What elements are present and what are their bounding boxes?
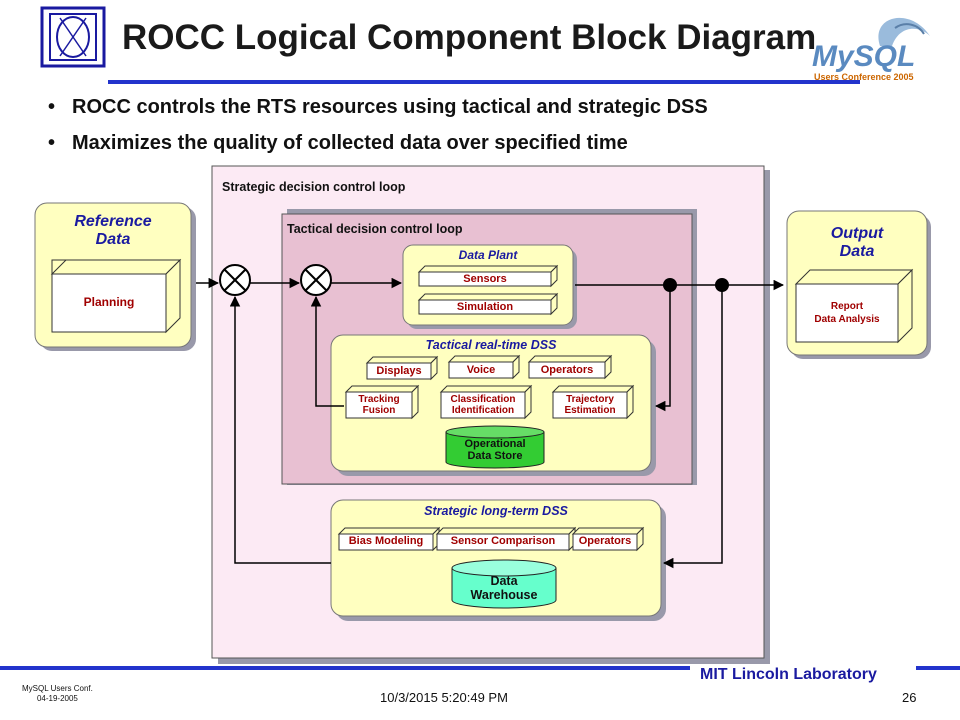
operational-data-store-cylinder — [445, 425, 545, 469]
tactical-dss-title: Tactical real-time DSS — [425, 338, 557, 352]
bullet-2: •Maximizes the quality of collected data… — [48, 132, 628, 154]
tracking-label: Tracking Fusion — [346, 394, 412, 416]
flow-connectors — [196, 277, 785, 569]
displays-block — [365, 355, 439, 381]
trajectory-line1: Trajectory — [566, 394, 614, 405]
classification-line1: Classification — [450, 394, 516, 405]
trajectory-line2: Estimation — [564, 405, 616, 416]
footer-lab-name: MIT Lincoln Laboratory — [700, 666, 877, 683]
voice-block — [447, 354, 521, 380]
sensors-label: Sensors — [463, 273, 507, 285]
mysql-logo-name: MySQL — [812, 40, 916, 73]
sensor-comparison-block — [435, 526, 577, 552]
footer-conference: MySQL Users Conf. 04-19-2005 — [22, 684, 93, 704]
tactical-branch-node — [663, 278, 677, 292]
strategic-loop-label: Strategic decision control loop — [222, 180, 406, 194]
displays-label: Displays — [376, 365, 422, 377]
reference-data-title: Reference Data — [35, 213, 191, 249]
simulation-block — [417, 292, 559, 316]
data-warehouse-cylinder — [451, 559, 557, 609]
tracking-line2: Fusion — [362, 405, 396, 416]
bias-modeling-label: Bias Modeling — [348, 535, 424, 547]
report-block — [794, 268, 914, 344]
bullet-1-text: ROCC controls the RTS resources using ta… — [72, 96, 708, 118]
mysql-logo: MySQL Users Conference 2005 — [800, 6, 940, 84]
strategic-operators-label: Operators — [578, 535, 632, 547]
classification-block — [439, 384, 533, 420]
tactical-operators-label: Operators — [540, 364, 594, 376]
footer-conference-name: MySQL Users Conf. — [22, 684, 93, 693]
footer-page-number: 26 — [902, 690, 917, 705]
output-data-title: Output Data — [787, 225, 927, 261]
report-label-line2: Data Analysis — [814, 314, 880, 325]
sensors-block — [417, 264, 559, 288]
strategic-summing-junction — [219, 264, 251, 296]
data-warehouse-label: Data Warehouse — [452, 574, 556, 602]
mysql-logo-subtitle: Users Conference 2005 — [814, 72, 914, 82]
warehouse-line2: Warehouse — [470, 588, 538, 602]
bullet-1: •ROCC controls the RTS resources using t… — [48, 96, 708, 118]
tracking-block — [344, 384, 420, 420]
store-line1: Operational — [464, 438, 526, 450]
warehouse-line1: Data — [490, 574, 518, 588]
tactical-loop-label: Tactical decision control loop — [287, 222, 463, 236]
footer-datetime: 10/3/2015 5:20:49 PM — [380, 690, 508, 705]
page-title: ROCC Logical Component Block Diagram — [122, 18, 817, 57]
footer-bar-left — [0, 666, 690, 670]
planning-block — [50, 258, 182, 334]
planning-label: Planning — [83, 295, 135, 309]
classification-label: Classification Identification — [441, 394, 525, 416]
output-title-line1: Output — [830, 225, 884, 242]
dolphin-icon — [878, 17, 930, 46]
strategic-operators-block — [571, 526, 645, 552]
trajectory-label: Trajectory Estimation — [553, 394, 627, 416]
reference-title-line1: Reference — [74, 213, 152, 230]
classification-line2: Identification — [451, 405, 515, 416]
output-title-line2: Data — [839, 243, 875, 260]
strategic-branch-node — [715, 278, 729, 292]
data-plant-title: Data Plant — [458, 248, 518, 262]
bias-modeling-block — [337, 526, 441, 552]
footer-bar-right — [916, 666, 960, 670]
tracking-line1: Tracking — [358, 394, 400, 405]
footer-conference-date: 04-19-2005 — [36, 694, 78, 703]
report-label: Report Data Analysis — [796, 300, 898, 326]
lincoln-lab-logo — [40, 6, 106, 68]
store-line2: Data Store — [467, 450, 523, 462]
reference-title-line2: Data — [95, 231, 131, 248]
bullet-2-text: Maximizes the quality of collected data … — [72, 132, 628, 154]
report-label-line1: Report — [830, 301, 864, 312]
voice-label: Voice — [466, 364, 496, 376]
tactical-operators-block — [527, 354, 613, 380]
trajectory-block — [551, 384, 635, 420]
strategic-dss-title: Strategic long-term DSS — [424, 504, 568, 518]
sensor-comparison-label: Sensor Comparison — [450, 535, 556, 547]
simulation-label: Simulation — [456, 301, 514, 313]
operational-data-store-label: Operational Data Store — [446, 438, 544, 462]
tactical-summing-junction — [300, 264, 332, 296]
